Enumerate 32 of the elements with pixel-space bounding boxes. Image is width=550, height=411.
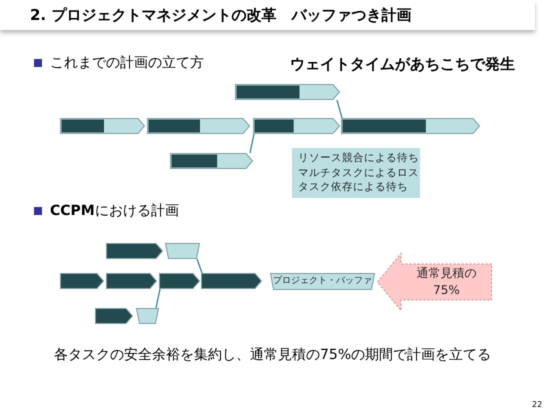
callout-heading: ウェイトタイムがあちこちで発生 xyxy=(290,55,515,74)
task-bar xyxy=(106,273,157,289)
task-bar xyxy=(147,118,250,134)
page-number: 22 xyxy=(532,400,542,409)
slide-title: 2. プロジェクトマネジメントの改革 バッファつき計画 xyxy=(30,6,412,25)
connector-line xyxy=(196,258,203,274)
connector-line xyxy=(336,100,343,118)
block-arrow xyxy=(377,253,492,311)
node-label: 通常見積の75% xyxy=(416,265,476,299)
task-bar xyxy=(201,273,262,289)
node-label: プロジェクト・バッファ xyxy=(273,275,372,288)
callout-text: マルチタスクによるロス xyxy=(298,166,419,180)
connector-line xyxy=(155,288,161,308)
callout-box xyxy=(292,148,420,198)
section-heading: これまでの計画の立て方 xyxy=(50,54,204,72)
task-bar xyxy=(170,153,253,169)
buffer-trapezoid xyxy=(165,243,200,259)
buffer-trapezoid xyxy=(270,273,375,290)
task-bar xyxy=(235,84,340,100)
buffer-trapezoid xyxy=(136,308,159,324)
summary-text: 各タスクの安全余裕を集約し、通常見積の75%の期間で計画を立てる xyxy=(54,346,492,364)
task-bar xyxy=(95,308,133,324)
task-bar xyxy=(60,118,145,134)
section-heading: CCPMにおける計画 xyxy=(50,202,179,220)
task-bar xyxy=(60,273,104,289)
task-bar xyxy=(341,118,480,134)
task-bar xyxy=(253,118,340,134)
callout-text: リソース競合による待ち xyxy=(298,150,419,166)
connector-line xyxy=(249,134,255,154)
task-bar xyxy=(106,243,163,259)
callout-text: タスク依存による待ち xyxy=(298,180,408,196)
task-bar xyxy=(159,273,200,289)
